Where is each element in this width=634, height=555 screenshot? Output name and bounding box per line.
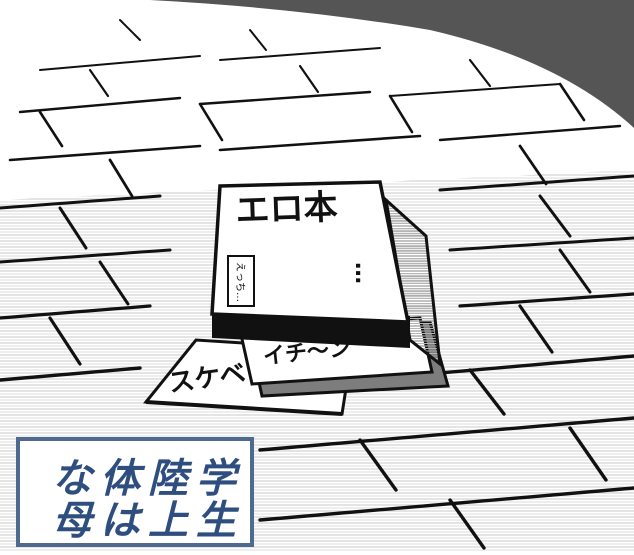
top-magazine-subtitle: えっち…: [234, 262, 246, 302]
narration-caption-box: な体陸学 母は上生: [16, 437, 254, 547]
caption-line-1: な体陸学: [52, 456, 244, 502]
building-shadow: [150, 0, 634, 128]
top-magazine-title: エロ本: [235, 187, 338, 231]
top-magazine-sidebar: [227, 255, 255, 307]
caption-line-2: 母は上生: [52, 498, 244, 544]
paving-bricks: [0, 19, 634, 550]
top-magazine-ellipsis: …: [350, 262, 375, 284]
top-magazine: エロ本 えっち… …: [210, 180, 442, 368]
